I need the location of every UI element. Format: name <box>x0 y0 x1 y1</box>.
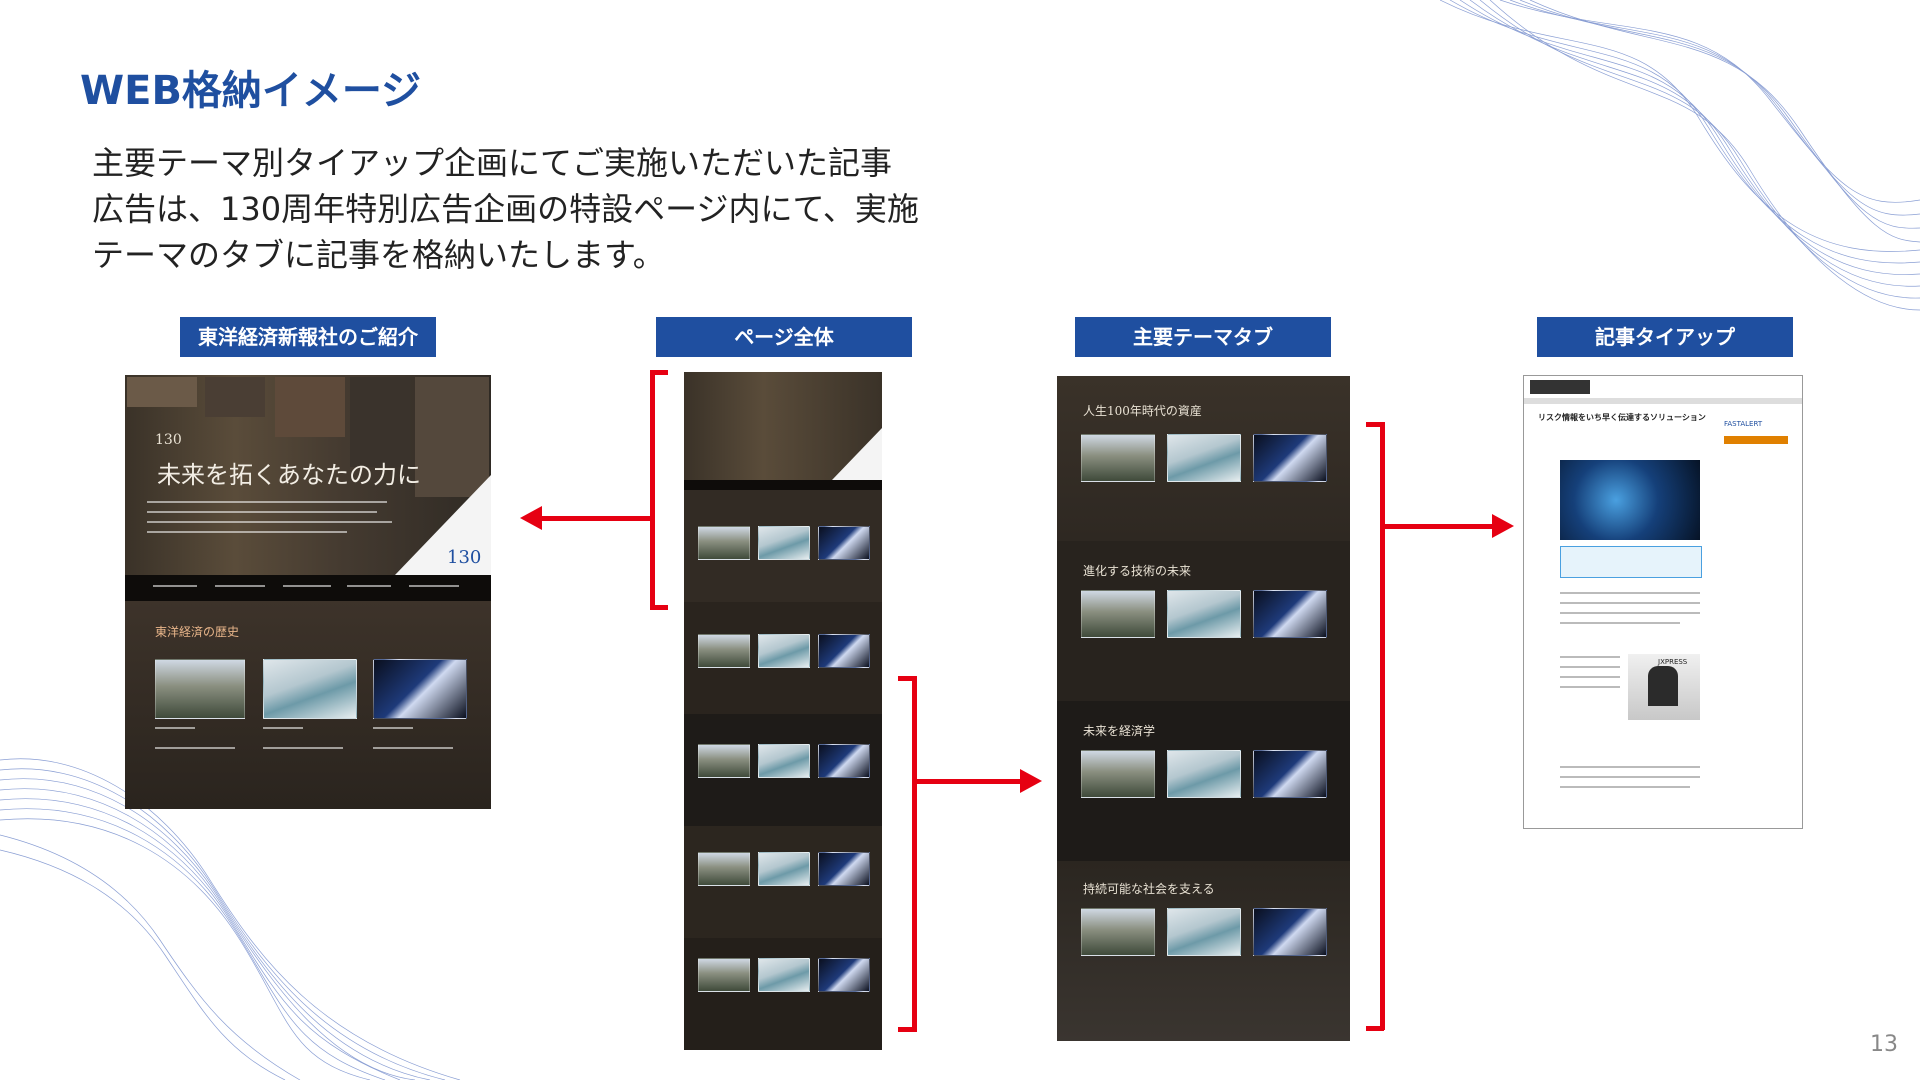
theme-section-title: 持続可能な社会を支える <box>1083 882 1215 896</box>
label-article-tieup: 記事タイアップ <box>1537 317 1793 357</box>
label-page-overall: ページ全体 <box>656 317 912 357</box>
anniversary-logo-corner: 130 <box>395 475 491 575</box>
section-title-history: 東洋経済の歴史 <box>155 625 240 639</box>
thumbnail-image <box>263 659 357 719</box>
svg-text:130: 130 <box>447 547 481 568</box>
slide-body-text: 主要テーマ別タイアップ企画にてご実施いただいた記事 広告は、130周年特別広告企… <box>92 140 952 278</box>
arrow-to-article <box>1384 524 1496 529</box>
bracket-right-lower <box>912 676 917 1032</box>
article-headline: リスク情報をいち早く伝達するソリューション <box>1538 413 1706 422</box>
arrow-head-right <box>1492 514 1514 538</box>
theme-tab-screenshot: 人生100年時代の資産 進化する技術の未来 未来を経済学 持続可能な社会を支える <box>1057 376 1350 1041</box>
arrow-head-left <box>520 506 542 530</box>
intro-page-screenshot: 130 未来を拓くあなたの力に 130 東洋経済の歴史 <box>125 375 491 809</box>
theme-section-title: 未来を経済学 <box>1083 724 1156 738</box>
brand-badge: JXPRESS <box>1658 658 1688 666</box>
slide-title: WEB格納イメージ <box>80 68 422 114</box>
body-line: 主要テーマ別タイアップ企画にてご実施いただいた記事 <box>92 144 893 182</box>
theme-section-title: 人生100年時代の資産 <box>1083 404 1202 418</box>
label-company-intro: 東洋経済新報社のご紹介 <box>180 317 436 357</box>
body-line: 広告は、130周年特別広告企画の特設ページ内にて、実施 <box>92 190 919 228</box>
hero-title: 未来を拓くあなたの力に <box>157 461 421 489</box>
bracket-theme-tab <box>1380 422 1385 1030</box>
body-line: テーマのタブに記事を格納いたします。 <box>92 236 665 274</box>
arrow-to-intro <box>536 516 652 521</box>
anniversary-number: 130 <box>155 432 182 448</box>
thumbnail-image <box>155 659 245 719</box>
page-number: 13 <box>1870 1032 1898 1057</box>
arrow-head-right <box>1020 769 1042 793</box>
label-theme-tab: 主要テーマタブ <box>1075 317 1331 357</box>
theme-section-title: 進化する技術の未来 <box>1083 564 1192 578</box>
wave-decoration-top-right <box>1440 0 1920 311</box>
wave-decoration-bottom-left <box>0 758 461 1080</box>
bracket-left-top <box>650 370 655 610</box>
arrow-to-theme-tab <box>916 779 1024 784</box>
sidebar-badge: FASTALERT <box>1724 420 1763 428</box>
full-page-screenshot <box>684 372 882 1050</box>
article-tieup-screenshot: リスク情報をいち早く伝達するソリューション FASTALERT JXPRESS <box>1523 375 1803 829</box>
thumbnail-image <box>373 659 467 719</box>
